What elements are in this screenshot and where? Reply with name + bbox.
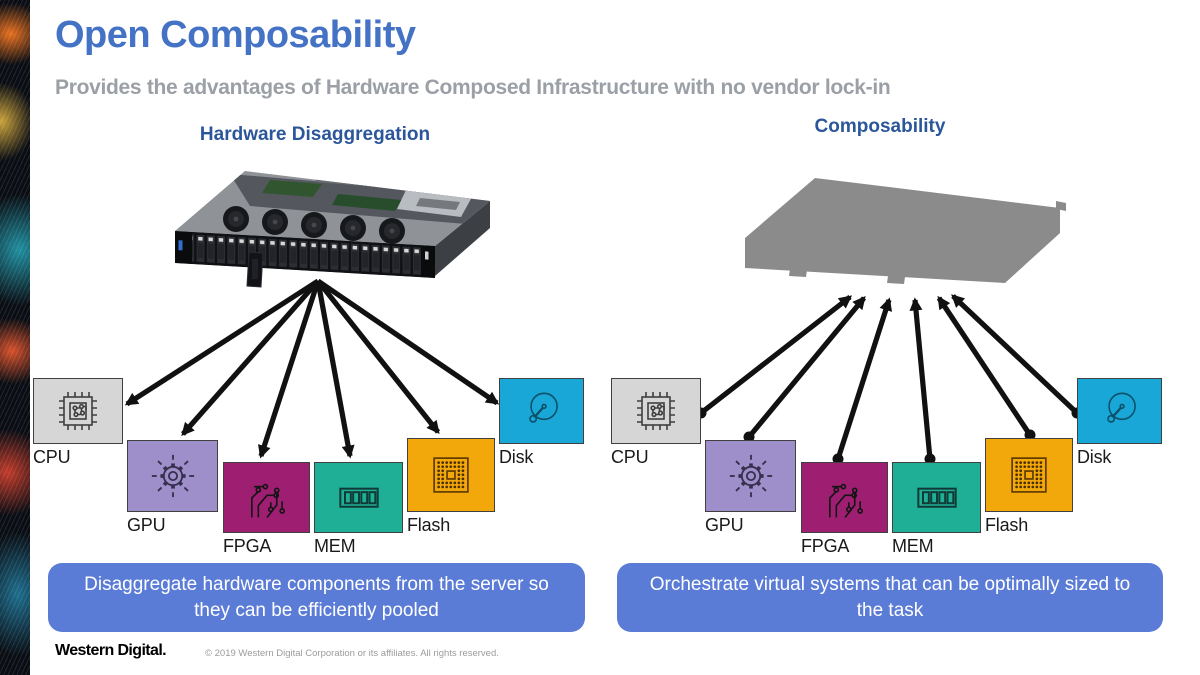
arrow-cpu-to-server bbox=[699, 294, 853, 416]
component-label: Flash bbox=[985, 515, 1029, 535]
server-photo bbox=[175, 171, 490, 288]
page-subtitle: Provides the advantages of Hardware Comp… bbox=[55, 76, 891, 99]
arrow-disk-to-server bbox=[951, 294, 1079, 415]
western-digital-logo: Western Digital. bbox=[55, 642, 167, 659]
arrow-flash-to-server bbox=[936, 295, 1033, 437]
arrow-server-to-gpu bbox=[181, 279, 320, 436]
component-fpga: FPGA bbox=[223, 462, 310, 557]
component-label: MEM bbox=[314, 536, 356, 556]
gpu-gear-icon bbox=[147, 450, 199, 502]
disk-platter-icon bbox=[1095, 386, 1145, 436]
arrow-server-to-cpu bbox=[124, 278, 320, 407]
fpga-circuit-icon bbox=[241, 472, 293, 524]
arrow-server-to-disk bbox=[316, 278, 500, 406]
flash-bga-icon bbox=[1002, 448, 1056, 502]
composability-arrows bbox=[699, 294, 1079, 460]
server-silhouette bbox=[745, 178, 1066, 284]
disk-platter-icon bbox=[517, 386, 567, 436]
component-disk: Disk bbox=[499, 378, 584, 468]
arrow-gpu-to-server bbox=[746, 295, 867, 439]
component-fpga: FPGA bbox=[801, 462, 888, 557]
component-label: FPGA bbox=[223, 536, 272, 556]
arrow-server-to-mem bbox=[315, 280, 355, 459]
component-flash: Flash bbox=[407, 438, 495, 536]
component-flash: Flash bbox=[985, 438, 1073, 536]
heading-composability: Composability bbox=[814, 116, 946, 137]
arrow-server-to-flash bbox=[315, 279, 441, 435]
component-label: GPU bbox=[127, 515, 166, 535]
arrow-mem-to-server bbox=[909, 297, 933, 460]
gpu-gear-icon bbox=[725, 450, 777, 502]
disaggregate-callout: Disaggregate hardware components from th… bbox=[48, 563, 585, 632]
cpu-chip-icon bbox=[54, 387, 102, 435]
arrow-fpga-to-server bbox=[835, 297, 893, 460]
page-title: Open Composability bbox=[55, 14, 416, 56]
component-label: Disk bbox=[1077, 447, 1112, 467]
component-label: GPU bbox=[705, 515, 744, 535]
disaggregation-arrows bbox=[124, 278, 500, 459]
component-label: CPU bbox=[611, 447, 649, 467]
component-gpu: GPU bbox=[705, 440, 796, 536]
cpu-chip-icon bbox=[632, 387, 680, 435]
flash-bga-icon bbox=[424, 448, 478, 502]
component-cpu: CPU bbox=[611, 378, 701, 468]
orchestrate-callout: Orchestrate virtual systems that can be … bbox=[617, 563, 1163, 632]
fpga-circuit-icon bbox=[819, 472, 871, 524]
component-label: MEM bbox=[892, 536, 934, 556]
component-disk: Disk bbox=[1077, 378, 1162, 468]
component-label: FPGA bbox=[801, 536, 850, 556]
arrow-server-to-fpga bbox=[258, 280, 321, 459]
component-label: CPU bbox=[33, 447, 71, 467]
memory-dimm-icon bbox=[909, 470, 965, 526]
heading-hardware-disaggregation: Hardware Disaggregation bbox=[199, 124, 431, 145]
component-mem: MEM bbox=[892, 462, 981, 557]
component-mem: MEM bbox=[314, 462, 403, 557]
copyright-text: © 2019 Western Digital Corporation or it… bbox=[205, 648, 499, 659]
component-cpu: CPU bbox=[33, 378, 123, 468]
decorative-side-strip bbox=[0, 0, 30, 675]
component-label: Flash bbox=[407, 515, 451, 535]
component-gpu: GPU bbox=[127, 440, 218, 536]
memory-dimm-icon bbox=[331, 470, 387, 526]
component-label: Disk bbox=[499, 447, 534, 467]
